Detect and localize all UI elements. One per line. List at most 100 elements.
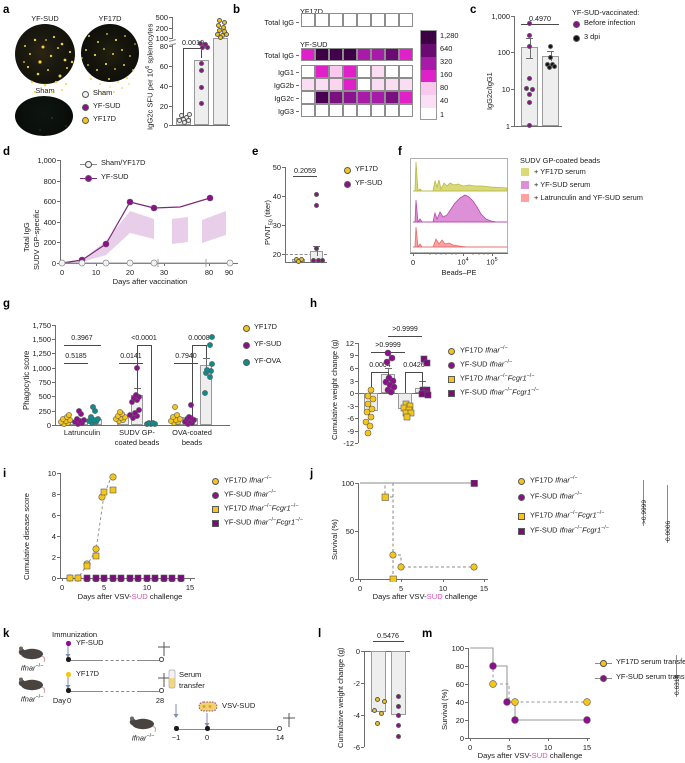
elispot-well-yfsud [15,24,75,84]
colorbar-tick-40: 40 [440,96,449,105]
xtick-m-0: 0 [467,743,473,752]
legend-label-yfova-g: YF-OVA [254,356,281,365]
panel-i-ylabel: Cumulative disease score [22,493,31,580]
panel-b-title-yf17d: YF17D [300,7,324,16]
panel-m-xlabel: Days after VSV-SUD challenge [477,751,583,760]
legend-label-yfsud-g: YF-SUD [254,339,282,348]
elispot-well-yf17d [81,24,139,82]
colorbar-tick-320: 320 [440,57,453,66]
xtick-i-15: 15 [185,583,195,592]
legend-dot-yf17d [82,117,89,124]
xtick-i-10: 10 [142,583,152,592]
legend-dot-3dpi [573,35,580,42]
ytick-m-40: 40 [455,698,464,707]
inject-arrow-4 [204,713,210,727]
legend-sq-j-4 [518,528,525,535]
legend-dot-before-infection [573,21,580,28]
ytick-c-1: 1 [505,122,510,131]
legend-label-i-1: YF17D Ifnar−/− [224,475,272,485]
panel-m-ylabel: Survival (%) [440,689,449,730]
ytick-h-m6: -6 [347,414,354,423]
ytick-i-0: 0 [51,574,56,583]
legend-swatch-yfsud-serum [521,181,529,189]
colorbar-tick-1: 1 [440,110,445,119]
xtick-d-10: 10 [91,268,101,277]
panel-j-xlabel: Days after VSV-SUD challenge [372,592,478,601]
endpoint-cross-3 [283,713,295,727]
panel-k-label: k [3,628,10,640]
xtick-m-15: 15 [582,743,592,752]
panel-b-row-igg2b: IgG2b [273,81,294,90]
ytick-a-0: 0 [163,121,168,130]
panel-m-stat: 0.6318 [674,674,681,695]
ytick-l-0: 0 [355,647,360,656]
panel-g-p-sudv-1: 0.0141 [120,353,142,360]
serum-transfer-label-1: Serum [179,670,202,679]
legend-dot-yfova-g [243,359,250,366]
panel-c-ylabel: IgG2c/IgG1 [485,72,494,110]
colorbar-tick-1280: 1,280 [440,31,459,40]
panel-b-title-yfsud: YF-SUD [300,40,328,49]
ytick-g-1250: 1,250 [32,349,52,358]
elispot-well-sham [15,96,73,136]
panel-a-pvalue: 0.0010 [182,38,204,47]
bar-a-yf17d [213,38,228,125]
xtick-d-30: 30 [159,268,169,277]
panel-k-tp-0: 0 [204,733,210,742]
legend-label-i-2: YF-SUD Ifnar−/− [224,489,277,499]
mouse-label-1: Ifnar−/− [20,663,44,673]
panel-i-label: i [3,468,7,480]
panel-h-p-99991: >0.9999 [375,342,401,349]
panel-b-row-igg2c: IgG2c [274,94,294,103]
ytick-h-0: 0 [349,389,354,398]
legend-label-m-2: YF-SUD serum transfer [616,672,685,681]
panel-f-plot [410,158,508,253]
timeline-dot-yfsud [66,641,71,646]
xtick-i-0: 0 [59,583,65,592]
legend-dot-i-2 [212,492,219,499]
xtick-j-10: 10 [438,584,448,593]
panel-a-ylabel: IgG2c SFU per 106 splenocytes [145,23,155,130]
ytick-d-0: 0 [51,259,56,268]
ytick-d-200: 200 [43,238,56,247]
timeline-label-yfsud: YF-SUD [76,638,104,647]
legend-label-yf17d: YF17D [93,114,117,123]
elispot-spots [23,33,136,131]
legend-label-j-3: YF17D Ifnar−/−Fcgr1−/− [530,510,605,520]
legend-label-yf17d-serum: + YF17D serum [534,167,586,176]
legend-label-latrunculin-serum: + Latrunculin and YF-SUD serum [534,193,643,202]
panel-h-p-0426: 0.0426 [403,362,425,369]
panel-b-row-top-totaligg: Total IgG [264,18,294,27]
mouse-icon-3 [129,716,157,733]
legend-label-yfsud-d: YF-SUD [101,172,129,181]
panel-k-title: Immunization [52,630,98,639]
panel-k-tp-m1: −1 [171,733,181,742]
ytick-m-80: 80 [455,662,464,671]
ytick-e-30: 30 [272,221,281,230]
ytick-j-0: 0 [349,575,354,584]
panel-j-stat-2: 0.0006 [665,520,672,541]
virus-icon [198,701,218,712]
ytick-g-250: 250 [38,407,51,416]
legend-sq-j-3 [518,513,525,520]
legend-swatch-latrunculin-serum [521,194,529,202]
panel-j-stat-1: >0.9999 [641,499,648,524]
panel-b-colorbar [420,30,437,120]
legend-label-yfsud-e: YF-SUD [355,178,383,187]
inject-arrow-3 [173,704,179,718]
legend-label-h-2: YF-SUD Ifnar−/− [460,359,513,369]
ytick-g-0: 0 [46,421,51,430]
xtick-j-15: 15 [479,584,489,593]
ytick-e-40: 40 [272,192,281,201]
colorbar-tick-160: 160 [440,70,453,79]
legend-label-sham: Sham [93,88,113,97]
xtick-f-1e5: 105 [486,257,498,267]
panel-k-day-label: Day [52,696,66,705]
legend-label-j-1: YF17D Ifnar−/− [530,475,578,485]
panel-d-ylabel-2: SUDV GP-specific [32,209,41,270]
legend-label-sham-yf17d: Sham/YF17D [101,158,146,167]
ytick-i-10: 10 [47,469,56,478]
panel-h-p-0004: 0.0004 [369,362,391,369]
legend-dot-m-2 [600,675,607,682]
ytick-c-1000: 1,000 [491,12,511,21]
